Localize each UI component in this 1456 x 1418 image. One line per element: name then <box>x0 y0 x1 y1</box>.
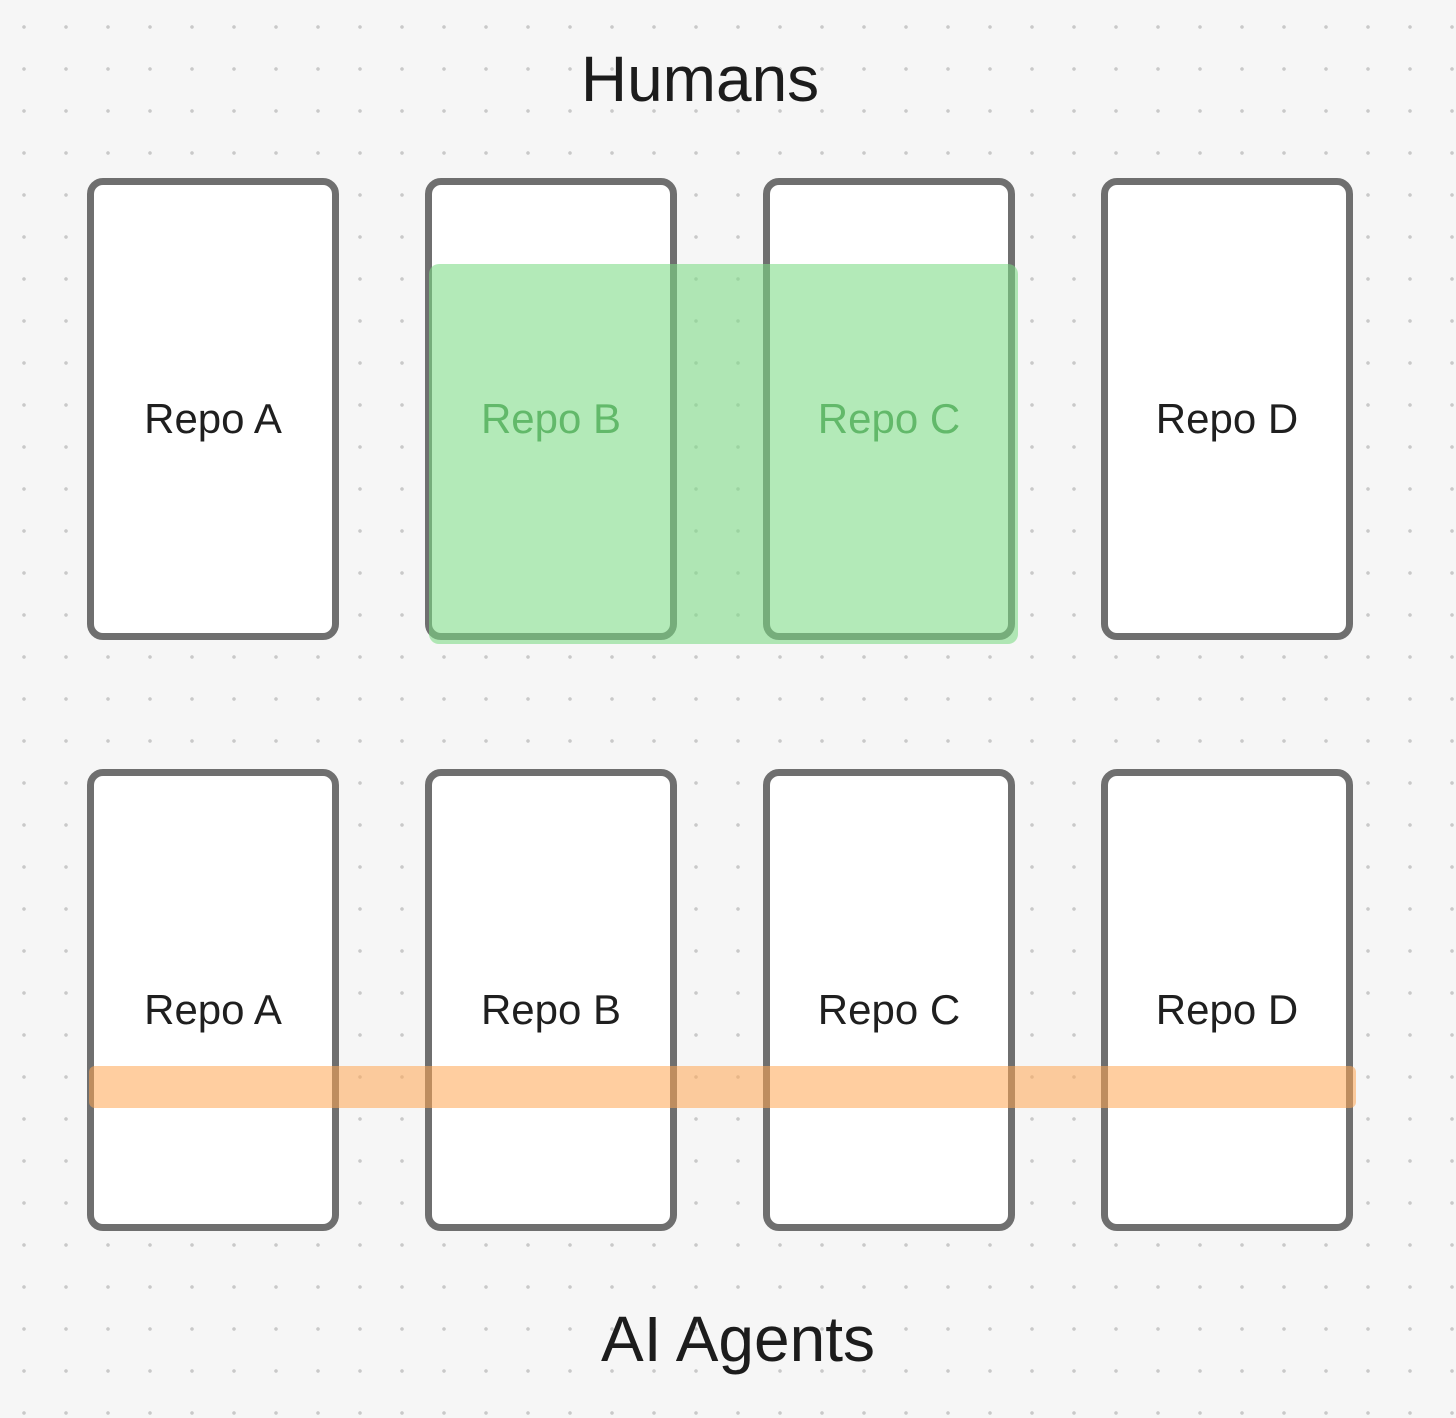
repo-label: Repo D <box>1155 395 1299 442</box>
ai-agents-title: AI Agents <box>601 1303 875 1375</box>
repo-label: Repo B <box>480 395 622 442</box>
repo-label: Repo C <box>817 986 961 1033</box>
repo-label: Repo C <box>817 395 961 442</box>
humans-title: Humans <box>580 43 820 115</box>
humans-repo-d: Repo D <box>1101 178 1353 640</box>
repo-label: Repo A <box>144 395 282 442</box>
repo-label: Repo A <box>144 986 282 1033</box>
agents-repo-d: Repo D <box>1101 769 1353 1231</box>
agents-repo-b: Repo B <box>425 769 677 1231</box>
repo-label: Repo B <box>480 986 622 1033</box>
humans-repo-b: Repo B <box>425 178 677 640</box>
agents-repo-c: Repo C <box>763 769 1015 1231</box>
humans-repo-a: Repo A <box>87 178 339 640</box>
repo-label: Repo D <box>1155 986 1299 1033</box>
agents-repo-a: Repo A <box>87 769 339 1231</box>
humans-repo-c: Repo C <box>763 178 1015 640</box>
